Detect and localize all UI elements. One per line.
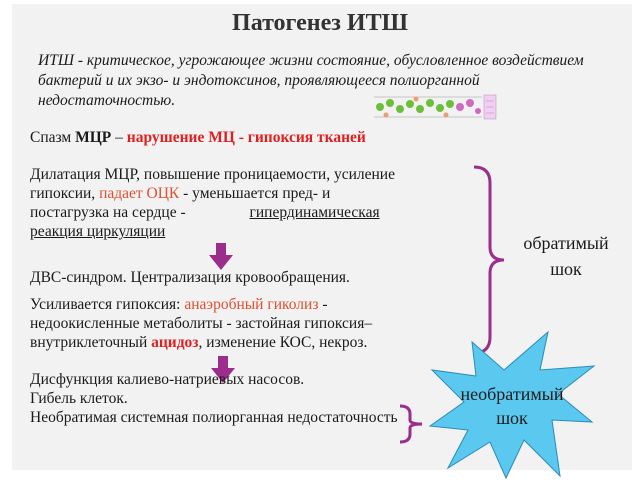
reversible-line-2: шок [550, 259, 582, 279]
down-arrow-icon [211, 356, 235, 383]
glycolysis-text: анаэробный гиколиз [184, 296, 319, 313]
dilatation-line-1: Дилатация МЦР, повышение проницаемости, … [30, 166, 395, 183]
spasm-consequence: нарушение МЦ - гипоксия тканей [126, 129, 366, 146]
dysfunction-line-2: Гибель клеток. [30, 390, 128, 407]
irreversible-line-1: необратимый [460, 384, 564, 404]
dysfunction-line-3: Необратимая системная полиорганная недос… [30, 409, 398, 426]
hypoxia-dash: - [318, 296, 328, 313]
bcv-drop: падает ОЦК [99, 185, 180, 202]
hypoxia-line-2: недоокисленные метаболиты - застойная ги… [30, 315, 373, 332]
kos-text: , изменение КОС, некроз. [198, 334, 368, 351]
dilatation-hypoxia: гипоксии, [30, 185, 100, 202]
reversible-shock-label: обратимый шок [506, 230, 626, 282]
dilatation-load: - уменьшается пред- и [179, 185, 331, 202]
dilatation-line-4: реакция циркуляции [30, 223, 166, 240]
page-title: Патогенез ИТШ [232, 10, 408, 36]
irreversible-line-2: шок [496, 408, 528, 428]
spasm-line: Спазм МЦР – нарушение МЦ - гипоксия ткан… [30, 128, 366, 147]
down-arrow-icon [209, 243, 233, 270]
dic-line: ДВС-синдром. Централизация кровообращени… [30, 269, 350, 286]
hypoxia-line-3: внутриклеточный ацидоз, изменение КОС, н… [30, 333, 367, 352]
dilatation-line-2: гипоксии, падает ОЦК - уменьшается пред-… [30, 184, 330, 203]
molecule-diagram [374, 94, 497, 120]
acidosis-text: ацидоз [151, 334, 199, 351]
afterload-text: постагрузка на сердце - [30, 204, 190, 221]
curly-brace-icon [473, 165, 505, 355]
spasm-dash: – [111, 129, 127, 146]
irreversible-shock-label: необратимый шок [428, 382, 596, 430]
dysfunction-line-1: Дисфункция калиево-натриевых насосов. [30, 371, 305, 388]
hypoxia-line-1: Усиливается гипоксия: анаэробный гиколиз… [30, 295, 328, 314]
dilatation-line-3: постагрузка на сердце - гипердинамическа… [30, 203, 380, 222]
hypoxia-text: Усиливается гипоксия: [30, 296, 185, 313]
spasm-term: МЦР [75, 129, 112, 146]
definition-text: ИТШ - критическое, угрожающее жизни сост… [38, 52, 584, 109]
intracellular-text: внутриклеточный [30, 334, 152, 351]
star-burst-icon [428, 330, 596, 480]
reversible-line-1: обратимый [523, 233, 609, 253]
curly-brace-icon [399, 404, 423, 444]
hyperdynamic-text: гипердинамическая [249, 204, 380, 221]
spasm-prefix: Спазм [30, 129, 76, 146]
